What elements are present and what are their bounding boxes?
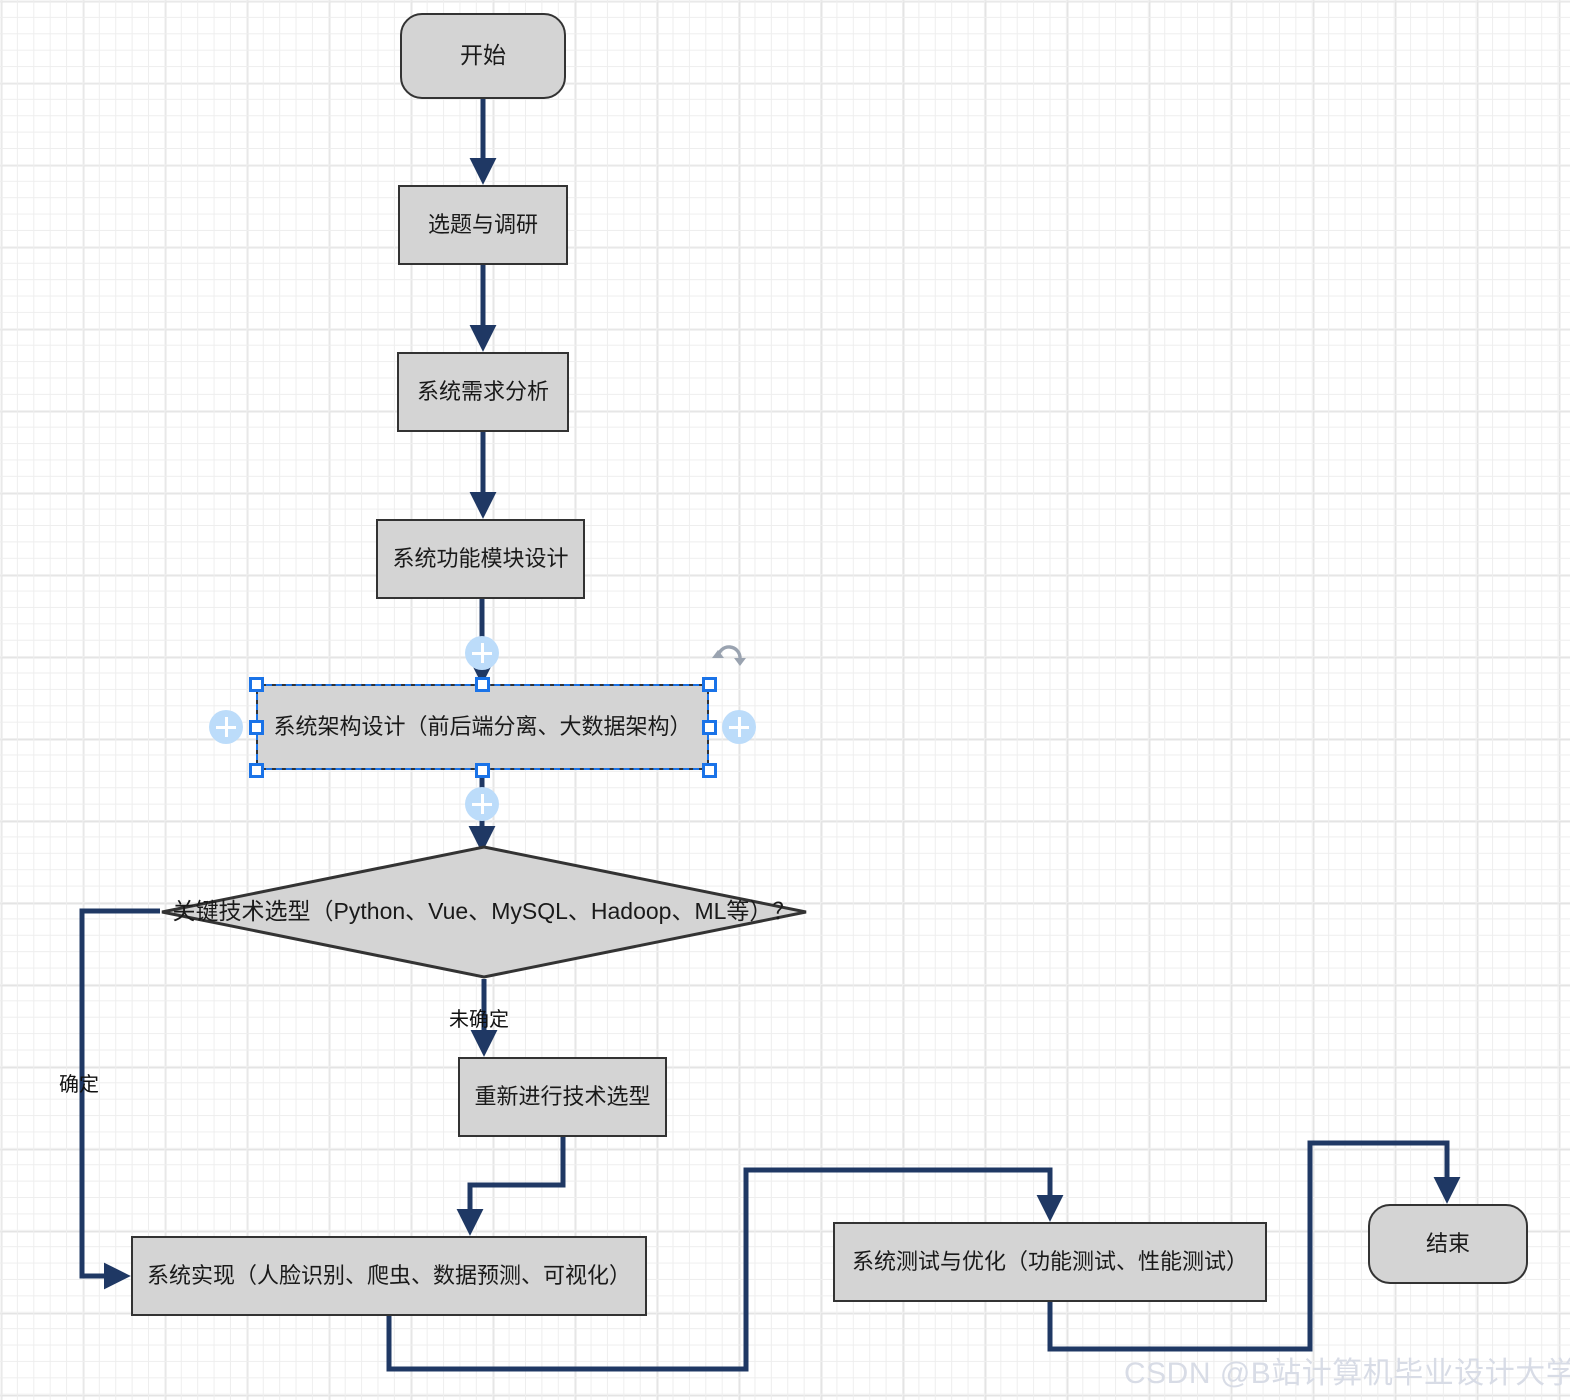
edge-label-confirmed: 确定 bbox=[59, 1074, 99, 1096]
topic-research-node-label: 选题与调研 bbox=[427, 211, 538, 237]
resize-handle-bottom-right[interactable] bbox=[701, 762, 717, 778]
module-design-node[interactable]: 系统功能模块设计 bbox=[376, 519, 585, 599]
start-node[interactable]: 开始 bbox=[400, 13, 566, 99]
architecture-design-node[interactable]: 系统架构设计（前后端分离、大数据架构） bbox=[256, 684, 709, 770]
system-implementation-node-label: 系统实现（人脸识别、爬虫、数据预测、可视化） bbox=[146, 1262, 631, 1288]
requirement-analysis-node-label: 系统需求分析 bbox=[416, 378, 549, 404]
add-node-right-button[interactable] bbox=[722, 710, 756, 744]
system-testing-node[interactable]: 系统测试与优化（功能测试、性能测试） bbox=[833, 1222, 1267, 1302]
resize-handle-top-left[interactable] bbox=[248, 676, 264, 692]
resize-handle-bottom-left[interactable] bbox=[248, 762, 264, 778]
resize-handle-middle-right[interactable] bbox=[701, 719, 717, 735]
end-node-label: 结束 bbox=[1425, 1230, 1470, 1256]
edge-reselect-to-impl bbox=[456, 1137, 566, 1236]
tech-selection-decision-label: 关键技术选型（Python、Vue、MySQL、Hadoop、ML等）？ bbox=[172, 898, 796, 925]
add-node-top-button[interactable] bbox=[465, 636, 499, 670]
diamond-shape bbox=[160, 845, 808, 979]
architecture-design-node-label: 系统架构设计（前后端分离、大数据架构） bbox=[273, 713, 692, 739]
end-node[interactable]: 结束 bbox=[1368, 1204, 1528, 1284]
rotate-icon[interactable] bbox=[709, 640, 749, 680]
requirement-analysis-node[interactable]: 系统需求分析 bbox=[397, 352, 569, 432]
add-node-bottom-button[interactable] bbox=[465, 787, 499, 821]
resize-handle-bottom-center[interactable] bbox=[475, 762, 490, 778]
watermark: CSDN @B站计算机毕业设计大学 bbox=[1124, 1357, 1570, 1390]
module-design-node-label: 系统功能模块设计 bbox=[392, 545, 569, 571]
tech-selection-decision[interactable]: 关键技术选型（Python、Vue、MySQL、Hadoop、ML等）？ bbox=[160, 845, 808, 979]
reselect-tech-node-label: 重新进行技术选型 bbox=[474, 1083, 651, 1109]
topic-research-node[interactable]: 选题与调研 bbox=[398, 185, 568, 265]
resize-handle-middle-left[interactable] bbox=[248, 719, 264, 735]
system-implementation-node[interactable]: 系统实现（人脸识别、爬虫、数据预测、可视化） bbox=[131, 1236, 647, 1316]
edge-label-undecided: 未确定 bbox=[449, 1009, 509, 1031]
system-testing-node-label: 系统测试与优化（功能测试、性能测试） bbox=[851, 1248, 1248, 1274]
add-node-left-button[interactable] bbox=[209, 710, 243, 744]
start-node-label: 开始 bbox=[460, 42, 506, 69]
reselect-tech-node[interactable]: 重新进行技术选型 bbox=[458, 1057, 667, 1137]
resize-handle-top-center[interactable] bbox=[475, 676, 490, 692]
